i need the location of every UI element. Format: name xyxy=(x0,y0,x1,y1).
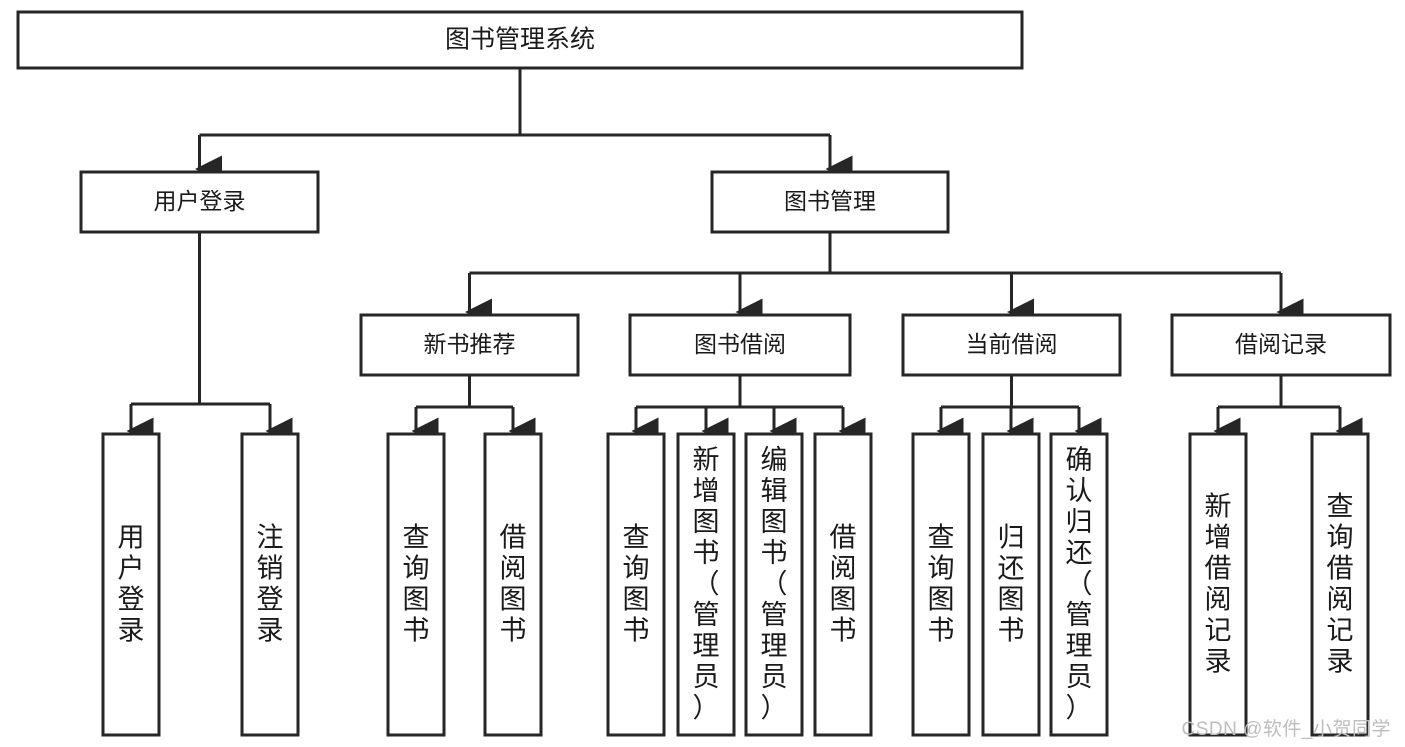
node-recommend-borrow-book[interactable]: 借阅图书 xyxy=(483,432,543,737)
node-new-book-recommend[interactable]: 新书推荐 xyxy=(359,313,580,377)
node-book-borrow[interactable]: 图书借阅 xyxy=(628,313,852,377)
node-box-user-login xyxy=(79,170,320,234)
node-box-root xyxy=(16,10,1024,70)
node-label-book-borrow: 图书借阅 xyxy=(694,331,786,357)
node-box-borrow-search-book xyxy=(606,432,666,737)
node-label-book-management: 图书管理 xyxy=(784,188,876,214)
node-records-add[interactable]: 新增借阅记录 xyxy=(1188,432,1248,737)
node-box-book-borrow xyxy=(628,313,852,377)
node-user-login-leaf[interactable]: 用户登录 xyxy=(101,432,161,737)
node-records-search[interactable]: 查询借阅记录 xyxy=(1310,432,1370,737)
node-label-recommend-borrow-book: 借阅图书 xyxy=(500,523,527,646)
node-label-new-book-recommend: 新书推荐 xyxy=(424,331,516,357)
node-box-book-management xyxy=(710,170,950,234)
node-recommend-search-book[interactable]: 查询图书 xyxy=(386,432,446,737)
node-label-borrow-borrow-book: 借阅图书 xyxy=(830,523,857,646)
node-label-borrow-search-book: 查询图书 xyxy=(623,523,650,646)
node-borrow-add-book[interactable]: 新增图书（管理员） xyxy=(676,432,736,737)
node-borrow-borrow-book[interactable]: 借阅图书 xyxy=(813,432,873,737)
node-label-recommend-search-book: 查询图书 xyxy=(403,523,430,646)
node-label-records-add: 新增借阅记录 xyxy=(1205,492,1232,677)
node-label-records-search: 查询借阅记录 xyxy=(1327,492,1354,677)
node-label-user-login-leaf: 用户登录 xyxy=(118,523,145,646)
node-box-borrow-records xyxy=(1170,313,1392,377)
node-current-return-book[interactable]: 归还图书 xyxy=(981,432,1041,737)
node-box-user-login-leaf xyxy=(101,432,161,737)
node-label-root: 图书管理系统 xyxy=(445,26,595,54)
node-borrow-edit-book[interactable]: 编辑图书（管理员） xyxy=(744,432,804,737)
node-box-current-return-book xyxy=(981,432,1041,737)
node-label-current-search-book: 查询图书 xyxy=(928,523,955,646)
node-box-borrow-borrow-book xyxy=(813,432,873,737)
node-box-recommend-search-book xyxy=(386,432,446,737)
node-box-recommend-borrow-book xyxy=(483,432,543,737)
node-box-current-confirm-return xyxy=(1049,432,1109,737)
node-borrow-search-book[interactable]: 查询图书 xyxy=(606,432,666,737)
node-label-borrow-add-book: 新增图书（管理员） xyxy=(693,445,720,723)
node-user-logout-leaf[interactable]: 注销登录 xyxy=(240,432,300,737)
node-boxes: 图书管理系统用户登录用户登录注销登录图书管理新书推荐查询图书借阅图书图书借阅查询… xyxy=(16,10,1392,737)
node-box-records-add xyxy=(1188,432,1248,737)
node-book-management[interactable]: 图书管理 xyxy=(710,170,950,234)
node-box-current-borrow xyxy=(901,313,1122,377)
watermark-label: CSDN @软件_小贺同学 xyxy=(1181,719,1391,740)
node-box-borrow-edit-book xyxy=(744,432,804,737)
node-box-records-search xyxy=(1310,432,1370,737)
node-label-borrow-records: 借阅记录 xyxy=(1235,331,1327,357)
node-box-current-search-book xyxy=(911,432,971,737)
node-label-current-confirm-return: 确认归还（管理员） xyxy=(1066,445,1093,723)
node-label-borrow-edit-book: 编辑图书（管理员） xyxy=(761,445,788,723)
node-label-user-logout-leaf: 注销登录 xyxy=(257,523,284,646)
node-current-search-book[interactable]: 查询图书 xyxy=(911,432,971,737)
node-borrow-records[interactable]: 借阅记录 xyxy=(1170,313,1392,377)
node-user-login[interactable]: 用户登录 xyxy=(79,170,320,234)
connector-lines xyxy=(126,68,1363,445)
node-box-user-logout-leaf xyxy=(240,432,300,737)
node-root[interactable]: 图书管理系统 xyxy=(16,10,1024,70)
node-label-current-borrow: 当前借阅 xyxy=(966,331,1058,357)
node-box-new-book-recommend xyxy=(359,313,580,377)
node-current-borrow[interactable]: 当前借阅 xyxy=(901,313,1122,377)
node-label-user-login: 用户登录 xyxy=(154,188,246,214)
node-label-current-return-book: 归还图书 xyxy=(998,523,1025,646)
node-box-borrow-add-book xyxy=(676,432,736,737)
node-current-confirm-return[interactable]: 确认归还（管理员） xyxy=(1049,432,1109,737)
